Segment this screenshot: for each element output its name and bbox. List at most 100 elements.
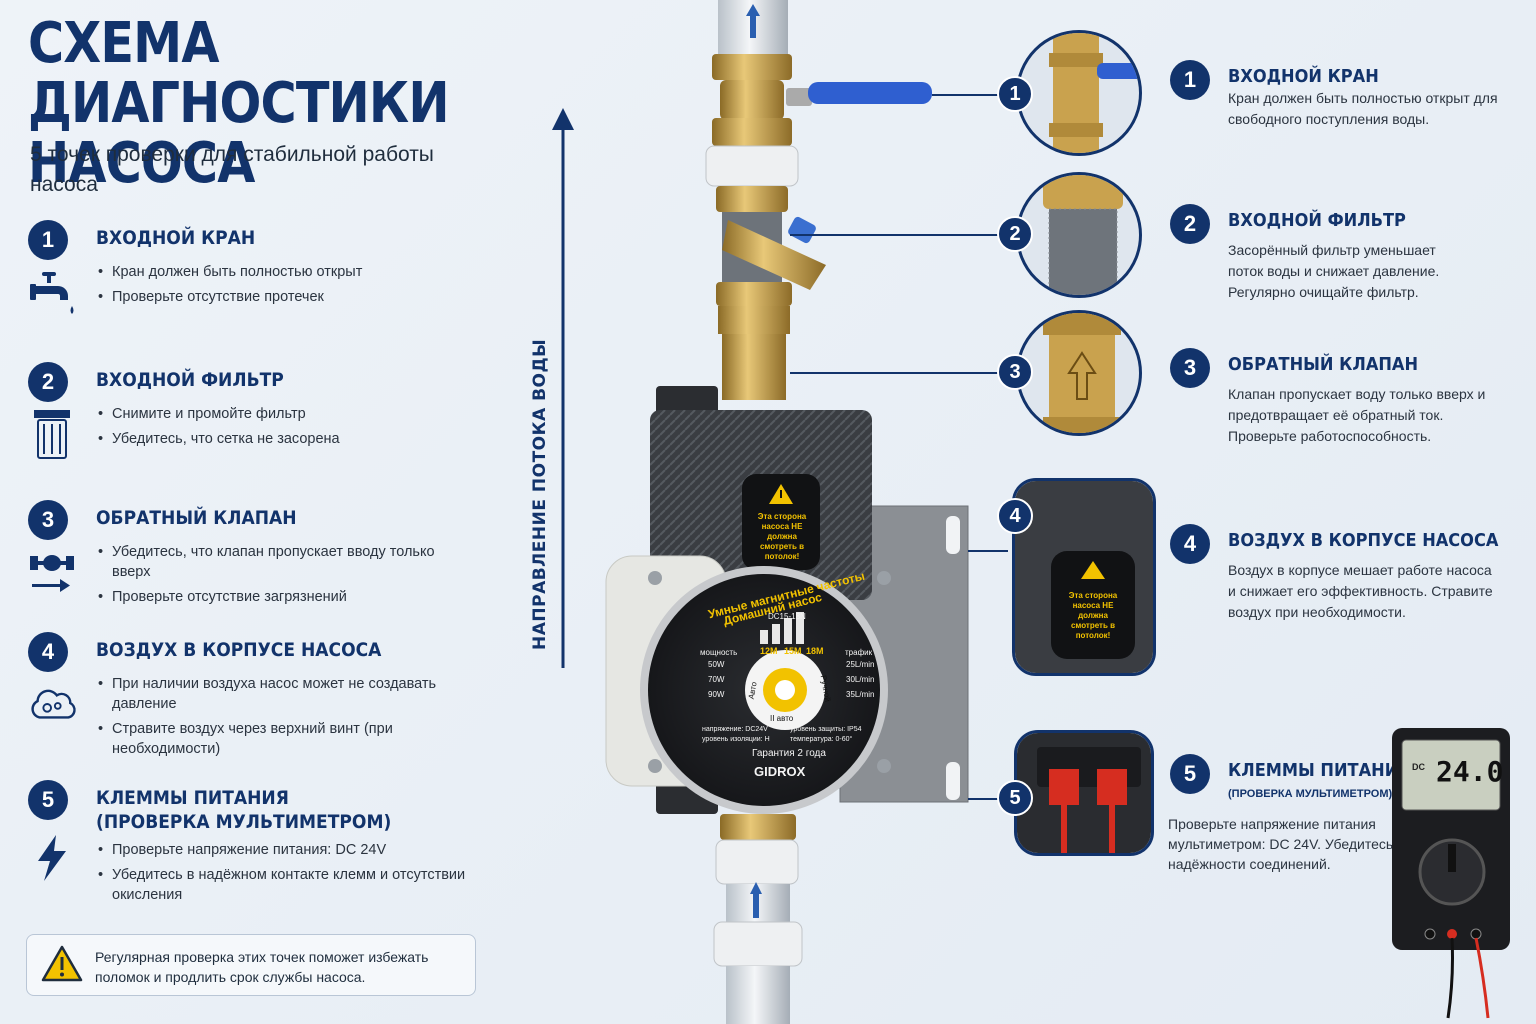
power-value: 90W <box>708 690 725 699</box>
traffic-value: 30L/min <box>846 675 875 684</box>
check-title: ВХОДНОЙ КРАН <box>96 227 256 249</box>
page-subtitle: 5 точек проверки для стабильной работы н… <box>30 143 434 196</box>
step-number-badge: 5 <box>1170 754 1210 794</box>
callout-line <box>790 372 1002 374</box>
bullet: Убедитесь, что клапан пропускает вводу т… <box>96 542 476 582</box>
detail-check-valve: 3 ОБРАТНЫЙ КЛАПАН Клапан пропускает воду… <box>1170 348 1520 448</box>
step-number-badge: 3 <box>28 500 68 540</box>
detail-title: ВХОДНОЙ ФИЛЬТР <box>1228 210 1406 231</box>
step-number-badge: 2 <box>1170 204 1210 244</box>
bullet: Проверьте напряжение питания: DC 24V <box>96 840 476 860</box>
check-title: ВОЗДУХ В КОРПУСЕ НАСОСА <box>96 639 382 661</box>
check-item-inlet-filter: 2 ВХОДНОЙ ФИЛЬТР Снимите и промойте филь… <box>28 362 488 482</box>
bullet: Снимите и промойте фильтр <box>96 404 476 424</box>
pump-logo: GIDROX <box>754 764 806 779</box>
multimeter-reading: 24.0 <box>1436 755 1504 788</box>
head-value: 15M <box>784 646 802 656</box>
detail-description: Клапан пропускает воду только вверх и пр… <box>1228 386 1486 444</box>
pump-model: DC15-18N <box>768 612 806 621</box>
check-bullets: Проверьте напряжение питания: DC 24V Убе… <box>96 840 476 910</box>
check-item-inlet-valve: 1 ВХОДНОЙ КРАН Кран должен быть полность… <box>28 220 488 340</box>
pump-insulation: уровень изоляции: H <box>702 736 770 743</box>
maintenance-note: Регулярная проверка этих точек поможет и… <box>26 934 476 996</box>
detail-inlet-filter: 2 ВХОДНОЙ ФИЛЬТР Засорённый фильтр умень… <box>1170 204 1520 304</box>
check-bullets: Снимите и промойте фильтр Убедитесь, что… <box>96 404 476 454</box>
detail-subtitle: (ПРОВЕРКА МУЛЬТИМЕТРОМ) <box>1228 788 1393 800</box>
pump-assembly-illustration <box>605 0 969 1024</box>
check-title: КЛЕММЫ ПИТАНИЯ (ПРОВЕРКА МУЛЬТИМЕТРОМ) <box>96 787 392 833</box>
bullet: Проверьте отсутствие загрязнений <box>96 587 476 607</box>
callout-line <box>968 798 1008 800</box>
check-bullets: Кран должен быть полностью открыт Провер… <box>96 262 476 312</box>
valve-icon <box>28 550 76 598</box>
warning-icon <box>41 945 83 988</box>
traffic-value: 35L/min <box>846 690 875 699</box>
zoom-check-valve <box>1016 310 1142 436</box>
check-item-air-in-housing: 4 ВОЗДУХ В КОРПУСЕ НАСОСА При наличии во… <box>28 632 488 772</box>
step-number-badge: 5 <box>28 780 68 820</box>
multimeter-mode: DC <box>1412 762 1425 772</box>
detail-inlet-valve: 1 ВХОДНОЙ КРАН Кран должен быть полность… <box>1170 60 1520 140</box>
detail-description: Кран должен быть полностью открыт для св… <box>1228 90 1498 127</box>
power-label: мощность <box>700 648 738 657</box>
callout-line <box>932 94 1002 96</box>
power-value: 70W <box>708 675 725 684</box>
check-title: ВХОДНОЙ ФИЛЬТР <box>96 369 284 391</box>
bullet: Проверьте отсутствие протечек <box>96 287 476 307</box>
step-number-badge: 1 <box>1170 60 1210 100</box>
lightning-icon <box>28 834 76 882</box>
pump-temperature: температура: 0-60° <box>790 736 853 743</box>
flow-direction-label: НАПРАВЛЕНИЕ ПОТОКА ВОДЫ <box>530 338 550 650</box>
head-value: 12M <box>760 646 778 656</box>
traffic-value: 25L/min <box>846 660 875 669</box>
zoom-number-badge: 3 <box>997 354 1033 390</box>
detail-power-terminals: 5 КЛЕММЫ ПИТАНИЯ (ПРОВЕРКА МУЛЬТИМЕТРОМ) <box>1170 754 1411 804</box>
pump-warning-text: Эта сторона насоса НЕ должна смотреть в … <box>757 512 807 561</box>
detail-title: КЛЕММЫ ПИТАНИЯ <box>1228 760 1411 781</box>
check-item-power-terminals: 5 КЛЕММЫ ПИТАНИЯ (ПРОВЕРКА МУЛЬТИМЕТРОМ)… <box>28 780 488 920</box>
pump-warranty: Гарантия 2 года <box>752 748 826 759</box>
step-number-badge: 1 <box>28 220 68 260</box>
cloud-icon <box>28 680 76 728</box>
pump-protection: уровень защиты: IP54 <box>790 726 862 733</box>
multimeter-illustration <box>1392 728 1510 1019</box>
detail-title: ВОЗДУХ В КОРПУСЕ НАСОСА <box>1228 530 1499 551</box>
zoom-number-badge: 4 <box>997 498 1033 534</box>
detail-air-housing: 4 ВОЗДУХ В КОРПУСЕ НАСОСА Воздух в корпу… <box>1170 524 1520 624</box>
page-title: СХЕМА ДИАГНОСТИКИ НАСОСА <box>28 11 450 196</box>
detail-title: ОБРАТНЫЙ КЛАПАН <box>1228 354 1419 375</box>
detail-description: Воздух в корпусе мешает работе насоса и … <box>1228 562 1493 620</box>
note-text: Регулярная проверка этих точек поможет и… <box>95 949 429 985</box>
callout-line <box>790 234 1002 236</box>
zoom-number-badge: 1 <box>997 76 1033 112</box>
detail-title: ВХОДНОЙ КРАН <box>1228 66 1379 87</box>
check-title: ОБРАТНЫЙ КЛАПАН <box>96 507 297 529</box>
check-item-check-valve: 3 ОБРАТНЫЙ КЛАПАН Убедитесь, что клапан … <box>28 500 488 620</box>
check-bullets: При наличии воздуха насос может не созда… <box>96 674 476 764</box>
bullet: Кран должен быть полностью открыт <box>96 262 476 282</box>
detail-description: Проверьте напряжение питания мультиметро… <box>1168 816 1405 872</box>
zoom-number-badge: 2 <box>997 216 1033 252</box>
zoom-inlet-valve <box>1016 30 1142 156</box>
zoom-inlet-filter <box>1016 172 1142 298</box>
callout-line <box>968 550 1008 552</box>
zoom-warning-text: Эта сторона насоса НЕ должна смотреть в … <box>1068 591 1118 640</box>
filter-icon <box>28 410 76 460</box>
step-number-badge: 2 <box>28 362 68 402</box>
bullet: Убедитесь в надёжном контакте клемм и от… <box>96 865 476 905</box>
bullet: При наличии воздуха насос может не созда… <box>96 674 476 714</box>
power-value: 50W <box>708 660 725 669</box>
detail-description: Засорённый фильтр уменьшает поток воды и… <box>1228 242 1440 300</box>
check-bullets: Убедитесь, что клапан пропускает вводу т… <box>96 542 476 612</box>
zoom-air-housing: Эта сторона насоса НЕ должна смотреть в … <box>1012 478 1156 676</box>
bullet: Убедитесь, что сетка не засорена <box>96 429 476 449</box>
head-value: 18M <box>806 646 824 656</box>
zoom-number-badge: 5 <box>997 780 1033 816</box>
faucet-icon <box>28 270 76 318</box>
flow-direction-arrow <box>552 108 574 668</box>
step-number-badge: 4 <box>1170 524 1210 564</box>
traffic-label: трафик <box>845 648 873 657</box>
zoom-power-terminals <box>1014 730 1154 856</box>
step-number-badge: 4 <box>28 632 68 672</box>
mode-second-auto-label: II авто <box>770 714 794 723</box>
